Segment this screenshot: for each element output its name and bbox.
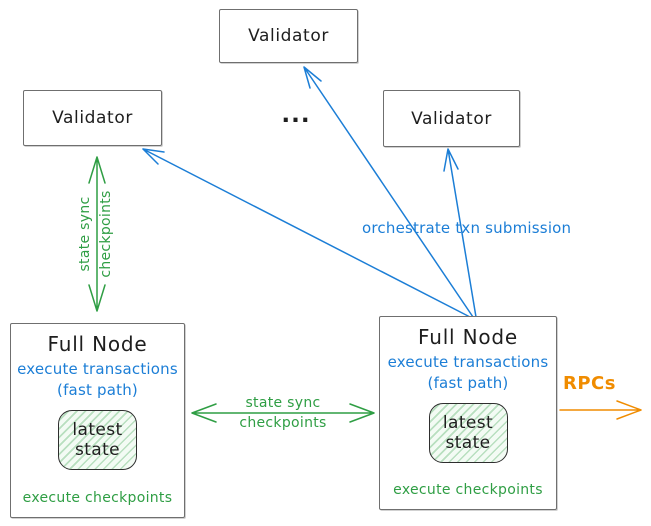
mid-state-sync-line1: state sync [245,395,321,411]
validator-left-label: Validator [52,108,133,128]
validator-box-top: Validator [219,9,358,63]
full-node-left-latest-state-box: latest state [58,410,137,470]
full-node-right-latest-state-box: latest state [428,403,508,463]
full-node-left-fast-path-label: execute transactions (fast path) [17,360,178,399]
orchestrate-arrow-to-right-validator [443,148,477,318]
mid-state-sync-label: state sync checkpoints [193,393,373,433]
full-node-right-fast-path-label: execute transactions (fast path) [387,353,549,392]
state-sync-horizontal-arrow [191,403,375,423]
full-node-box-left: Full Node execute transactions (fast pat… [10,323,185,518]
full-node-left-title: Full Node [47,332,148,356]
full-node-left-checkpoints-label: execute checkpoints [22,490,173,506]
full-node-right-checkpoints-label: execute checkpoints [393,482,543,498]
more-validators-ellipsis: ... [281,102,311,128]
full-node-box-right: Full Node execute transactions (fast pat… [379,316,557,510]
rpcs-arrow [559,400,642,420]
orchestrate-txn-label: orchestrate txn submission [362,219,572,237]
full-node-left-latest-state-label: latest state [72,420,123,460]
orchestrate-arrow-to-left-validator [142,148,471,318]
full-node-right-latest-state-label: latest state [442,413,494,453]
validator-top-label: Validator [248,26,329,46]
validator-right-label: Validator [411,108,492,129]
state-sync-vertical-arrow [88,156,106,312]
mid-state-sync-line2: checkpoints [239,415,327,431]
left-state-sync-label: state sync checkpoints [77,190,114,278]
rpcs-label: RPCs [563,373,616,394]
validator-box-right: Validator [383,90,520,147]
validator-box-left: Validator [23,90,162,146]
full-node-right-title: Full Node [418,325,518,349]
